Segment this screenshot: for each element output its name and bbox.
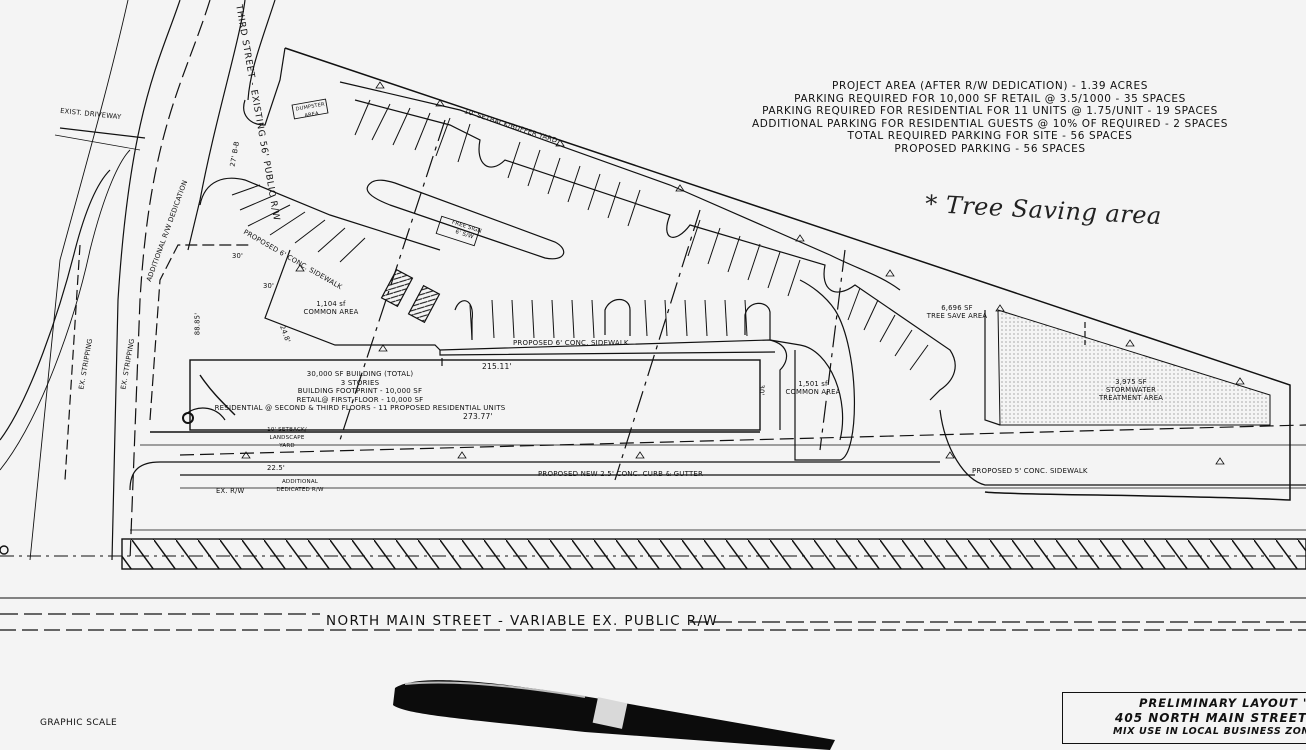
building-info: 30,000 SF BUILDING (TOTAL) 3 STORIES BUI… (190, 370, 530, 413)
parking-residential-note: PARKING REQUIRED FOR RESIDENTIAL FOR 11 … (762, 105, 1218, 118)
dim-30a: 30' (232, 252, 244, 260)
common-area-2: 1,501 sf COMMON AREA (786, 380, 841, 396)
tree-save-label: TREE SAVE AREA (926, 312, 988, 320)
title-block: PRELIMINARY LAYOUT "A" 405 NORTH MAIN ST… (1062, 692, 1306, 744)
dim-215: 215.11' (482, 362, 512, 371)
common-area-1-value: 1,104 sf (316, 300, 346, 308)
parking-total-note: TOTAL REQUIRED PARKING FOR SITE - 56 SPA… (847, 130, 1133, 143)
graphic-scale-label: GRAPHIC SCALE (40, 718, 118, 728)
additional-rw-label: ADDITIONAL DEDICATED R/W (276, 479, 324, 493)
sidewalk-right-label: PROPOSED 5' CONC. SIDEWALK (972, 467, 1088, 475)
common-area-1: 1,104 sf COMMON AREA (304, 300, 359, 316)
ex-rw-label: EX. R/W (216, 487, 245, 495)
building-line-3: BUILDING FOOTPRINT - 10,000 SF (297, 387, 423, 396)
common-area-1-label: COMMON AREA (303, 308, 359, 316)
building-line-1: 30,000 SF BUILDING (TOTAL) (306, 370, 414, 378)
dim-30c: 30' (757, 384, 766, 396)
tree-save-area: 6,696 SF TREE SAVE AREA (927, 304, 988, 320)
pen-object (393, 680, 835, 750)
site-data-notes: PROJECT AREA (AFTER R/W DEDICATION) - 1.… (740, 80, 1240, 156)
site-plan-drawing (0, 0, 1306, 631)
parking-proposed-note: PROPOSED PARKING - 56 SPACES (894, 142, 1086, 155)
setback-landscape-label: 10' SETBACK/ LANDSCAPE YARD (267, 427, 307, 449)
dim-273: 273.77' (463, 412, 493, 421)
building-line-4: RETAIL@ FIRST FLOOR - 10,000 SF (296, 395, 424, 404)
title-line-3: MIX USE IN LOCAL BUSINESS ZONI (1113, 726, 1306, 737)
curb-gutter-label: PROPOSED NEW 2.5' CONC. CURB & GUTTER (538, 470, 704, 478)
stormwater-area: 3,975 SF STORMWATER TREATMENT AREA (1096, 378, 1166, 402)
project-area-note: PROJECT AREA (AFTER R/W DEDICATION) - 1.… (832, 80, 1148, 92)
stormwater-value: 3,975 SF (1115, 378, 1147, 386)
stormwater-label: STORMWATER TREATMENT AREA (1098, 386, 1164, 402)
sidewalk-front-label: PROPOSED 6' CONC. SIDEWALK (513, 339, 629, 347)
parking-guests-note: ADDITIONAL PARKING FOR RESIDENTIAL GUEST… (751, 117, 1229, 130)
dim-30b: 30' (263, 282, 275, 290)
parking-retail-note: PARKING REQUIRED FOR 10,000 SF RETAIL @ … (794, 92, 1186, 105)
dim-8885: 88.85' (193, 312, 202, 336)
dim-225: 22.5' (267, 464, 286, 472)
common-area-2-label: COMMON AREA (785, 388, 841, 396)
building-line-5: RESIDENTIAL @ SECOND & THIRD FLOORS - 11… (214, 404, 506, 413)
common-area-2-value: 1,501 sf (798, 380, 828, 388)
title-line-1: PRELIMINARY LAYOUT "A" (1139, 696, 1306, 710)
tree-save-value: 6,696 SF (941, 304, 973, 312)
north-main-street-label: NORTH MAIN STREET - VARIABLE EX. PUBLIC … (326, 613, 719, 629)
title-line-2: 405 NORTH MAIN STREET (1115, 711, 1306, 725)
building-line-2: 3 STORIES (340, 378, 380, 387)
